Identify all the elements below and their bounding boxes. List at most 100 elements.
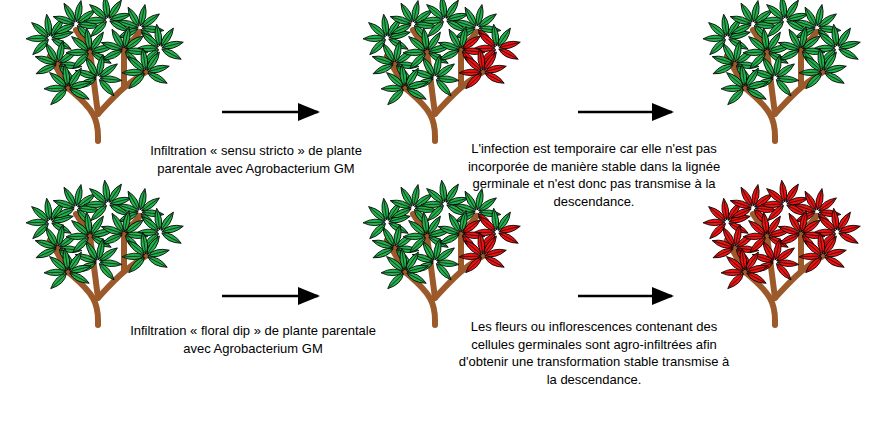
arrow xyxy=(578,111,672,114)
leaf-vein xyxy=(28,222,47,224)
leaf xyxy=(97,261,117,282)
leaf-blade xyxy=(483,70,505,86)
leaf xyxy=(837,46,859,62)
leaf-vein xyxy=(52,90,66,103)
leaf-vein xyxy=(56,25,73,33)
leaf-vein xyxy=(149,251,167,256)
leaf-vein xyxy=(375,65,392,73)
leaf-vein xyxy=(441,235,458,243)
leaf xyxy=(774,261,794,282)
leaf-vein xyxy=(71,273,88,282)
leaf-vein xyxy=(143,50,146,69)
leaf xyxy=(497,230,519,246)
leaf-vein xyxy=(365,38,384,40)
leaf-vein xyxy=(68,52,87,54)
leaf-blade xyxy=(160,230,182,246)
leaf-vein xyxy=(769,206,783,219)
leaf-blade xyxy=(823,70,845,86)
leaf-vein xyxy=(142,199,157,210)
leaf-vein xyxy=(92,206,106,219)
leaf-vein xyxy=(777,264,790,278)
leaf-vein xyxy=(834,210,837,229)
leaf-blade xyxy=(837,46,859,62)
leaf-vein xyxy=(411,54,425,67)
leaf-vein xyxy=(724,45,734,61)
leaf-vein xyxy=(411,238,425,251)
leaf-vein xyxy=(442,0,445,17)
leaf-vein xyxy=(86,204,105,206)
leaf-vein xyxy=(402,5,412,21)
leaf-vein xyxy=(163,43,181,48)
leaf xyxy=(68,270,90,286)
leaf-vein xyxy=(756,24,775,26)
leaf-vein xyxy=(826,73,843,82)
leaf-vein xyxy=(763,20,782,22)
leaf-vein xyxy=(486,257,503,266)
leaf-vein xyxy=(486,67,504,72)
leaf-vein xyxy=(742,250,745,269)
leaf-vein xyxy=(461,256,480,258)
leaf-vein xyxy=(764,243,774,259)
leaf-vein xyxy=(788,15,806,20)
leaf-vein xyxy=(500,43,518,48)
leaf-vein xyxy=(461,72,480,74)
leaf-vein xyxy=(729,90,743,103)
leaf-vein xyxy=(748,83,766,88)
leaf-vein xyxy=(56,209,73,217)
leaf-vein xyxy=(466,193,476,209)
leaf-vein xyxy=(438,78,457,80)
leaf-vein xyxy=(479,199,494,210)
leaf-vein xyxy=(466,9,476,25)
leaf-vein xyxy=(408,273,425,282)
leaf-vein xyxy=(100,80,113,94)
leaf-vein xyxy=(47,200,50,219)
arrow xyxy=(578,295,672,298)
leaf-vein xyxy=(129,9,139,25)
leaf-vein xyxy=(111,15,129,20)
leaf-vein xyxy=(467,258,481,271)
leaf-vein xyxy=(163,49,180,58)
leaf-blade xyxy=(483,254,505,270)
leaf-vein xyxy=(723,272,742,274)
arrow xyxy=(222,111,318,114)
leaf-vein xyxy=(437,249,452,260)
leaf-vein xyxy=(423,20,442,22)
leaf-vein xyxy=(375,249,392,257)
leaf-vein xyxy=(47,229,57,245)
leaf-vein xyxy=(129,193,139,209)
leaf-vein xyxy=(803,37,818,48)
leaf-vein xyxy=(429,22,443,35)
leaf-vein xyxy=(38,65,55,73)
leaf xyxy=(434,77,454,98)
plant xyxy=(26,0,184,141)
leaf-vein xyxy=(71,83,89,88)
leaf-vein xyxy=(100,65,115,76)
leaf-vein xyxy=(157,26,160,45)
leaf xyxy=(405,270,427,286)
leaf-vein xyxy=(742,189,752,205)
leaf-vein xyxy=(442,182,445,201)
leaf-vein xyxy=(384,229,394,245)
leaf-vein xyxy=(480,50,483,69)
leaf-vein xyxy=(149,257,166,266)
leaf-vein xyxy=(448,15,466,20)
leaf-vein xyxy=(100,264,113,278)
leaf-vein xyxy=(840,227,858,232)
leaf-blade xyxy=(745,86,767,102)
leaf-vein xyxy=(803,221,818,232)
leaf-vein xyxy=(383,272,402,274)
leaf-blade xyxy=(837,230,859,246)
leaf-vein xyxy=(778,78,797,80)
leaf-vein xyxy=(463,221,478,232)
leaf-vein xyxy=(782,0,785,17)
leaf-vein xyxy=(751,238,765,251)
leaf-vein xyxy=(87,59,97,75)
leaf xyxy=(434,261,454,282)
leaf-vein xyxy=(105,182,108,201)
leaf-vein xyxy=(34,40,48,53)
leaf xyxy=(483,70,505,86)
leaf-vein xyxy=(764,30,767,49)
leaf-vein xyxy=(826,67,844,72)
leaf-vein xyxy=(124,72,143,74)
